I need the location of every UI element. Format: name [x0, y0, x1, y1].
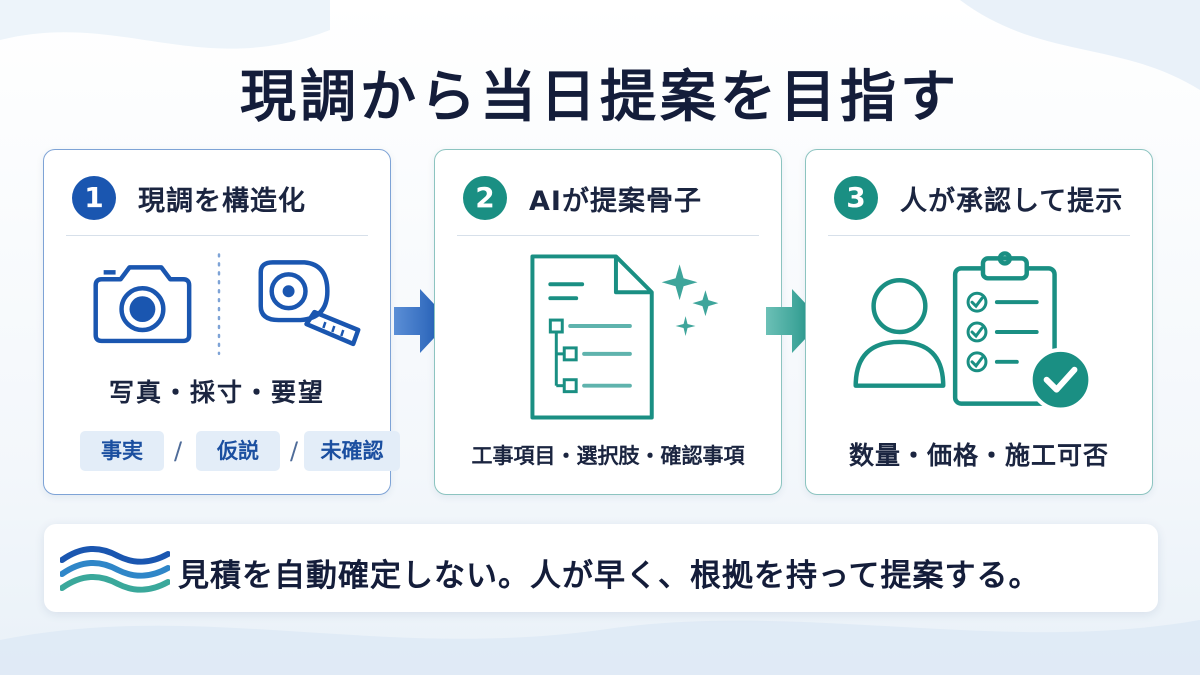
tag-fact: 事実: [80, 431, 164, 471]
tag-separator: /: [174, 437, 183, 465]
page-title: 現調から当日提案を目指す: [240, 65, 960, 130]
tag-unconfirmed: 未確認: [304, 431, 400, 471]
ai-document-illustration: [530, 254, 719, 420]
summary-message: 見積を自動確定しない。人が早く、根拠を持って提案する。: [178, 558, 1041, 594]
divider: [457, 235, 759, 236]
step-title-2: AIが提案骨子: [529, 186, 702, 217]
person-icon: [853, 278, 946, 388]
step-number-badge-3: 3: [834, 176, 878, 220]
document-icon: [530, 254, 654, 420]
checklist-icon: [966, 291, 1039, 373]
step-caption-3: 数量・価格・施工可否: [848, 441, 1109, 470]
arrow-right-icon: [394, 289, 450, 353]
check-badge-icon: [1028, 347, 1093, 412]
divider: [828, 235, 1130, 236]
step-title-3: 人が承認して提示: [900, 186, 1124, 217]
sparkle-icon: [661, 264, 719, 336]
step-number-badge-2: 2: [463, 176, 507, 220]
wave-logo-icon: [60, 546, 170, 593]
camera-icon: [93, 265, 192, 344]
outline-lines-icon: [548, 282, 585, 301]
step-card-1: 1 現調を構造化 写真・採寸・要望 事実 / 仮説 / 未確認: [43, 149, 400, 495]
tag-hypothesis: 仮説: [196, 431, 280, 471]
tape-measure-icon: [258, 260, 361, 347]
summary-banner: 見積を自動確定しない。人が早く、根拠を持って提案する。: [44, 524, 1158, 612]
step-header-3: 3 人が承認して提示: [806, 176, 1152, 226]
step-title-1: 現調を構造化: [138, 186, 306, 217]
person-approval-illustration: [853, 251, 1093, 412]
step-caption-1: 写真・採寸・要望: [108, 378, 325, 407]
arrow-right-icon: [766, 289, 822, 353]
step-number-badge-1: 1: [72, 176, 116, 220]
clipboard-icon: [952, 251, 1057, 406]
tag-separator: /: [290, 437, 299, 465]
divider: [66, 235, 368, 236]
step-header-2: 2 AIが提案骨子: [435, 176, 781, 226]
step-caption-2: 工事項目・選択肢・確認事項: [471, 444, 745, 468]
tag-list: 事実 / 仮説 / 未確認: [66, 431, 400, 471]
step-header-1: 1 現調を構造化: [44, 176, 390, 226]
step-card-2: 2 AIが提案骨子 工事項目・選択肢・確: [434, 149, 782, 495]
camera-tape-measure-illustration: [93, 253, 361, 356]
step-card-3: 3 人が承認して提示 数量・価格・施工可否: [805, 149, 1153, 495]
tree-structure-icon: [548, 318, 578, 394]
